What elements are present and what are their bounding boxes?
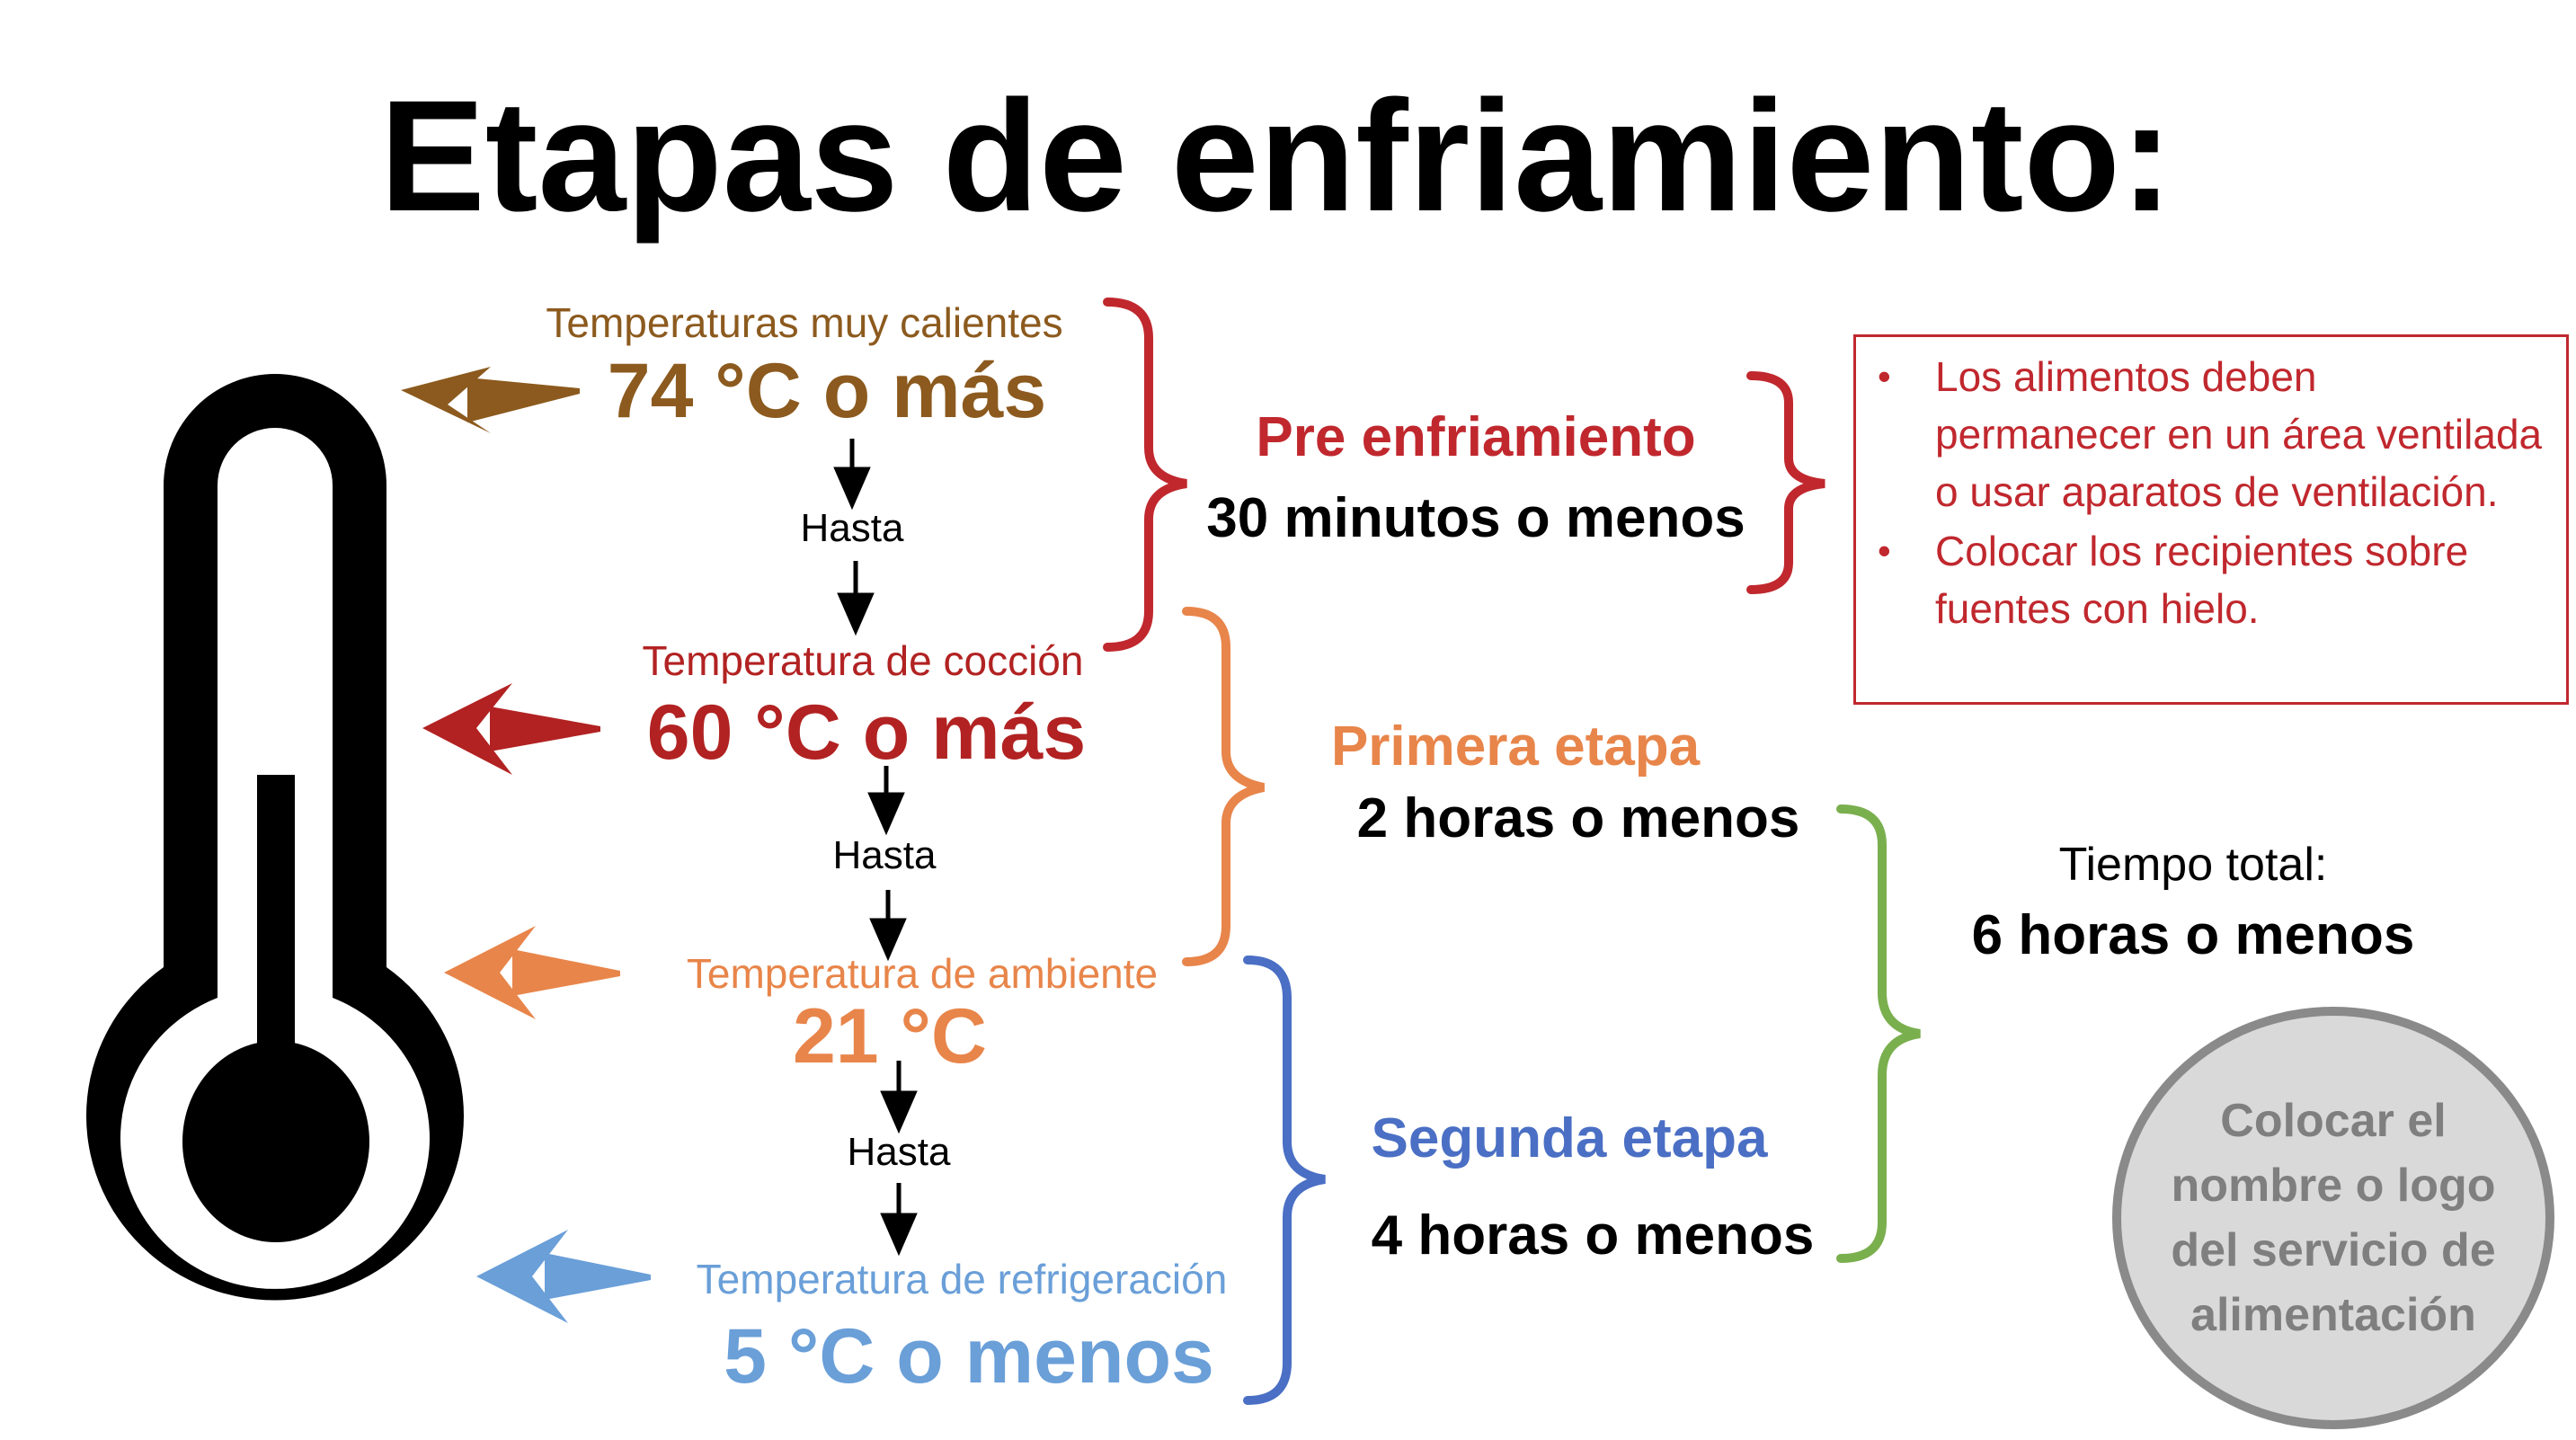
hasta-connector: Hasta <box>832 833 937 877</box>
down-arrow-icon <box>869 890 907 962</box>
logo-placeholder-text: Colocar el nombre o logo del servicio de… <box>2171 1095 2496 1341</box>
note-item: • Los alimentos deben permanecer en un ár… <box>1856 348 2548 520</box>
hot-temperature-label: Temperaturas muy calientes <box>546 299 1063 346</box>
pre-cooling-note-brace <box>1746 371 1825 594</box>
note-item: • Colocar los recipientes sobre fuentes c… <box>1856 522 2548 637</box>
cooking-temperature-arrow-icon <box>422 683 512 775</box>
note-item-text: Colocar los recipientes sobre fuentes co… <box>1935 528 2469 632</box>
total-time-brace <box>1836 804 1921 1263</box>
pre-cooling-stage-name: Pre enfriamiento <box>1256 406 1696 468</box>
refrigeration-arrow-shaft <box>545 1253 651 1300</box>
hot-temperature-value: 74 °C o más <box>607 348 1047 434</box>
refrigeration-temperature-value: 5 °C o menos <box>724 1313 1214 1400</box>
hasta-connector: Hasta <box>800 506 904 550</box>
cooking-arrow-shaft <box>490 707 600 751</box>
pre-cooling-note-box: • Los alimentos deben permanecer en un ár… <box>1853 334 2569 705</box>
ambient-arrow-shaft <box>512 949 620 996</box>
logo-placeholder: Colocar el nombre o logo del servicio de… <box>2112 1007 2554 1429</box>
down-arrow-icon <box>837 561 875 636</box>
second-stage-name: Segunda etapa <box>1371 1107 1768 1169</box>
second-stage-brace <box>1243 956 1326 1405</box>
cooking-temperature-label: Temperatura de cocción <box>642 637 1084 684</box>
first-stage-time: 2 horas o menos <box>1356 787 1800 849</box>
refrigeration-temperature-label: Temperatura de refrigeración <box>696 1256 1228 1302</box>
down-arrow-icon <box>880 1061 918 1134</box>
pre-cooling-brace <box>1103 298 1187 652</box>
down-arrow-icon <box>833 439 871 511</box>
cooking-temperature-value: 60 °C o más <box>646 689 1087 776</box>
pre-cooling-stage-time: 30 minutos o menos <box>1206 487 1745 549</box>
hasta-connector: Hasta <box>847 1130 951 1174</box>
down-arrows <box>833 439 918 1257</box>
page-title: Etapas de enfriamiento: <box>379 68 2173 244</box>
second-stage-time: 4 horas o menos <box>1371 1204 1815 1267</box>
total-time-label: Tiempo total: <box>2058 839 2328 891</box>
hot-arrow-shaft <box>467 378 580 422</box>
bullet-icon: • <box>1878 355 1891 397</box>
down-arrow-icon <box>880 1183 918 1257</box>
first-stage-name: Primera etapa <box>1330 716 1701 778</box>
total-time-value: 6 horas o menos <box>1971 904 2415 966</box>
ambient-temperature-value: 21 °C <box>792 993 988 1080</box>
down-arrow-icon <box>867 766 905 836</box>
note-item-text: Los alimentos deben permanecer en un áre… <box>1935 353 2543 515</box>
bullet-icon: • <box>1878 529 1891 572</box>
first-stage-brace <box>1182 607 1266 966</box>
refrigeration-temperature-arrow-icon <box>476 1230 568 1323</box>
ambient-temperature-arrow-icon <box>444 926 536 1019</box>
ambient-temperature-label: Temperatura de ambiente <box>686 950 1159 997</box>
thermometer-icon <box>85 374 464 1301</box>
